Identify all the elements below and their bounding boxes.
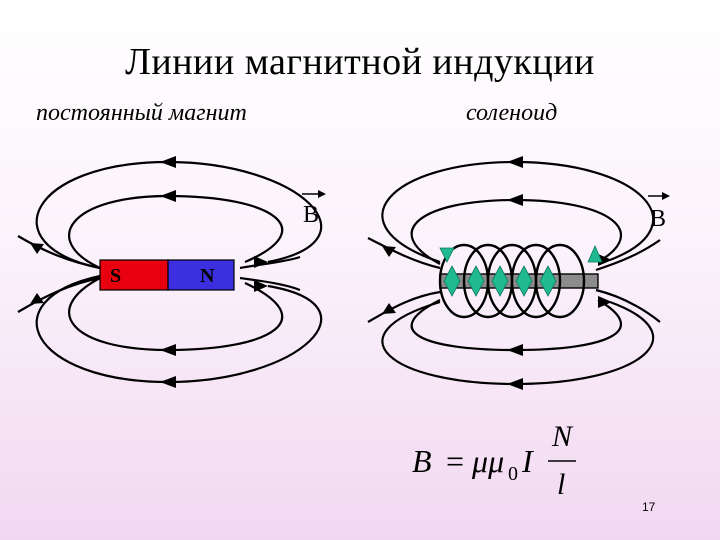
solenoid-line-left-bottom	[367, 290, 441, 323]
formula-equals: =	[446, 443, 464, 479]
solenoid-b-vector-label: B	[650, 206, 666, 232]
solenoid-line-right-bottom	[595, 288, 661, 323]
slide-title: Линии магнитной индукции	[125, 41, 595, 83]
arrow-solenoid-bottom-inner	[507, 344, 523, 356]
caption-permanent-magnet: постоянный магнит	[36, 100, 247, 126]
arrow-magnet-left-bottom	[30, 293, 44, 304]
arrow-solenoid-left-bottom	[382, 303, 396, 314]
formula-current: I	[521, 443, 534, 479]
magnet-line-left-top	[17, 235, 101, 270]
arrow-magnet-bottom-inner	[160, 344, 176, 356]
current-diamond	[539, 265, 557, 297]
formula-subscript: 0	[508, 463, 518, 485]
formula-denominator: l	[557, 468, 565, 501]
current-arrows	[439, 245, 603, 297]
current-diamond	[443, 265, 461, 297]
arrow-solenoid-right-bottom	[598, 296, 612, 308]
arrow-magnet-top-inner	[160, 190, 176, 202]
magnet-b-vector: B	[302, 190, 326, 228]
arrow-magnet-right-top	[254, 256, 268, 268]
magnet-line-side-top	[239, 255, 301, 270]
magnet-line-left-bottom	[17, 276, 101, 313]
arrow-magnet-bottom-outer	[160, 376, 176, 388]
arrow-solenoid-left-top	[382, 246, 396, 257]
solenoid-line-bottom-outer	[381, 300, 655, 386]
magnet-line-top-inner	[68, 194, 284, 269]
arrow-magnet-left-top	[30, 243, 44, 254]
magnet-south-pole	[99, 259, 169, 291]
page-number: 17	[642, 500, 656, 514]
formula-lhs: B	[412, 443, 432, 479]
magnet-line-side-bottom	[239, 276, 301, 292]
arrow-solenoid-top-outer	[507, 156, 523, 168]
current-diamond	[515, 265, 533, 297]
current-arrow-down	[439, 247, 455, 263]
solenoid-line-bottom-inner	[410, 299, 622, 352]
solenoid-coil	[510, 243, 562, 319]
solenoid-line-right-top	[595, 239, 661, 272]
solenoid-line-left-top	[367, 237, 441, 270]
magnet-north-pole	[167, 259, 235, 291]
formula-numerator: N	[551, 420, 574, 453]
arrow-solenoid-top-inner	[507, 194, 523, 206]
solenoid-b-vector: B	[648, 192, 670, 232]
magnet-south-label: S	[110, 265, 121, 287]
magnet-field-arrows	[30, 156, 268, 388]
solenoid-coils	[438, 243, 586, 319]
arrow-magnet-top-outer	[160, 156, 176, 168]
current-diamond	[491, 265, 509, 297]
magnet-north-label: N	[200, 265, 215, 287]
current-arrow-up	[587, 245, 603, 263]
arrow-solenoid-right-top	[598, 254, 612, 266]
magnet-b-vector-label: B	[303, 202, 319, 228]
current-diamond	[467, 265, 485, 297]
caption-solenoid: соленоид	[466, 100, 558, 126]
solenoid-coil	[534, 243, 586, 319]
solenoid-formula: B = μμ 0 I N l	[412, 420, 576, 501]
arrow-magnet-right-bottom	[254, 280, 268, 292]
arrow-solenoid-bottom-outer	[507, 378, 523, 390]
magnet-line-top-outer	[35, 160, 323, 270]
solenoid-field-arrows	[382, 156, 612, 390]
formula-mu: μμ	[471, 443, 504, 479]
